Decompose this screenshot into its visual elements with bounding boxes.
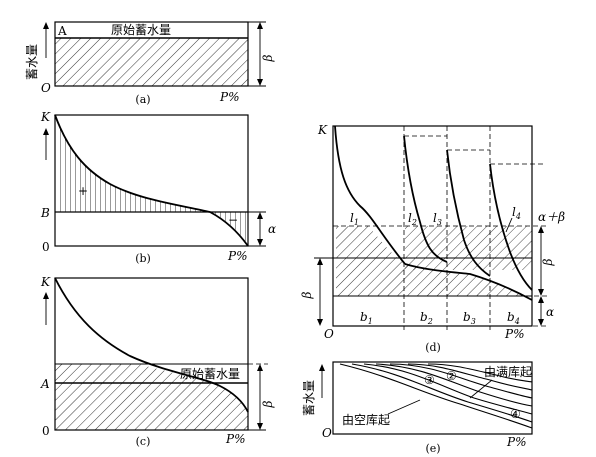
panel-c-beta-arrow-down: [257, 423, 263, 430]
panel-c-zero: 0: [42, 424, 50, 438]
panel-e-curve-6: [407, 363, 533, 391]
panel-d-alpha-plus-beta-label: α＋β: [538, 210, 565, 224]
panel-e-from-empty-leader: [387, 399, 421, 415]
panel-b-minus: −: [228, 213, 238, 227]
panel-d-segment-b1: b1: [360, 310, 373, 326]
panel-d-beta-left-arrow-up: [317, 258, 323, 265]
panel-a: A 原始蓄水量 蓄水量 O P% (a) β: [25, 21, 275, 106]
panel-d-segment-b2: b2: [420, 310, 433, 326]
panel-e: 蓄水量 O P% (e) 由满库起 由空库起 ③ ② ④: [302, 361, 533, 455]
panel-d-beta-left-label: β: [300, 291, 314, 299]
panel-b-frame: [54, 114, 249, 247]
panel-d-label-l3: l3: [433, 211, 442, 227]
panel-d-label-l2: l2: [408, 211, 417, 227]
panel-d-curve-l4: [489, 163, 533, 291]
panel-e-origin: O: [322, 426, 332, 440]
panel-d-beta-left-arrow-down: [317, 319, 323, 326]
panel-d-alpha-right-label: α: [546, 305, 554, 319]
panel-b-b-label: B: [40, 206, 50, 220]
panel-c-axis-arrowhead: [43, 292, 49, 299]
panel-b: K B 0 + − P% (b) α: [40, 110, 276, 265]
panel-e-curve-3: [363, 363, 533, 415]
panel-d-caption: (d): [425, 341, 441, 354]
panel-d-lower-curve: [404, 263, 533, 301]
panel-d-curve-l1: [334, 125, 406, 265]
panel-e-from-empty: 由空库起: [342, 412, 390, 427]
panel-c-hatched-region: [55, 364, 248, 430]
panel-e-caption: (e): [425, 442, 440, 455]
panel-d-alpha-right-arrow-down: [538, 319, 544, 326]
panel-d-curve-l3: [446, 149, 491, 277]
panel-a-beta-arrow-down: [257, 79, 263, 86]
panel-b-p-axis-label: P%: [227, 249, 247, 263]
panel-e-curve-5: [389, 363, 533, 399]
panel-c: K A 0 原始蓄水量 P% (c) β: [40, 275, 275, 448]
panel-d-hatched-region: [336, 226, 532, 300]
panel-d-l4-leader: [505, 217, 513, 233]
panel-e-curve-2: [351, 363, 533, 423]
panel-a-beta-arrow-up: [257, 22, 263, 29]
panel-b-axis-arrowhead: [43, 128, 49, 135]
panel-b-surplus-area: [55, 115, 210, 212]
panel-b-zero: 0: [42, 240, 50, 254]
panel-d-beta-right-arrow-up: [538, 226, 544, 233]
panel-a-axis-arrowhead: [43, 22, 49, 29]
panel-e-circle-2: ②: [446, 369, 457, 383]
panel-b-k-label: K: [40, 110, 51, 124]
panel-a-hatched-storage: [55, 38, 248, 86]
panel-a-caption: (a): [135, 93, 150, 106]
panel-d-origin: O: [324, 327, 334, 341]
panel-c-frame: [54, 277, 249, 431]
panel-a-original-storage: 原始蓄水量: [111, 23, 171, 37]
panel-c-a-label: A: [40, 377, 50, 391]
panel-e-storage-axis-label: 蓄水量: [302, 380, 316, 416]
panel-b-alpha-arrow-down: [257, 239, 263, 246]
panel-a-origin: O: [41, 81, 51, 95]
panel-e-curve-4: [375, 363, 533, 407]
panel-d-beta-right-label: β: [541, 258, 555, 266]
panel-e-circle-3: ③: [424, 373, 435, 387]
panel-b-alpha-label: α: [268, 222, 276, 236]
panel-d-beta-right-arrow-down: [538, 289, 544, 296]
panel-d-segment-b3: b3: [463, 310, 476, 326]
panel-c-k-label: K: [40, 275, 51, 289]
panel-c-original-storage: 原始蓄水量: [180, 367, 240, 381]
panel-d-label-l1: l1: [350, 211, 359, 227]
panel-d-k-label: K: [317, 123, 328, 137]
panel-a-storage-axis-label: 蓄水量: [25, 44, 39, 80]
panel-a-beta-label: β: [261, 54, 275, 62]
panel-e-p-axis-label: P%: [506, 435, 526, 449]
panel-a-p-axis-label: P%: [219, 90, 239, 104]
panel-e-curve-7: [427, 363, 533, 383]
panel-c-beta-arrow-up: [257, 364, 263, 371]
panel-d-curve-l2: [403, 135, 448, 263]
panel-b-plus: +: [78, 184, 88, 198]
panel-b-duration-curve: [54, 114, 249, 247]
panel-c-beta-label: β: [261, 400, 275, 408]
panel-a-corner-label: A: [57, 24, 67, 38]
panel-e-from-full-leader: [469, 379, 493, 399]
panel-c-duration-curve: [54, 277, 249, 413]
panel-e-circle-4: ④: [510, 407, 521, 421]
panel-d-p-axis-label: P%: [504, 327, 524, 341]
panel-d-hatch-upper: [405, 226, 532, 270]
panel-d-alpha-right-arrow-up: [538, 296, 544, 303]
panel-b-caption: (b): [135, 252, 151, 265]
panel-d-label-l4: l4: [512, 205, 521, 221]
panel-c-p-axis-label: P%: [225, 432, 245, 446]
panel-e-from-full: 由满库起: [484, 364, 532, 379]
panel-b-alpha-arrow-up: [257, 212, 263, 219]
panel-e-curve-1: [339, 363, 533, 429]
panel-d: K O P% (d) l1 l2 l3 l4 b1 b2 b3 b4 α＋β β…: [300, 123, 565, 354]
panel-b-deficit-area: [210, 212, 248, 246]
panel-d-segment-b4: b4: [507, 310, 520, 326]
panel-c-caption: (c): [136, 435, 151, 448]
panel-e-axis-arrowhead: [319, 364, 325, 371]
